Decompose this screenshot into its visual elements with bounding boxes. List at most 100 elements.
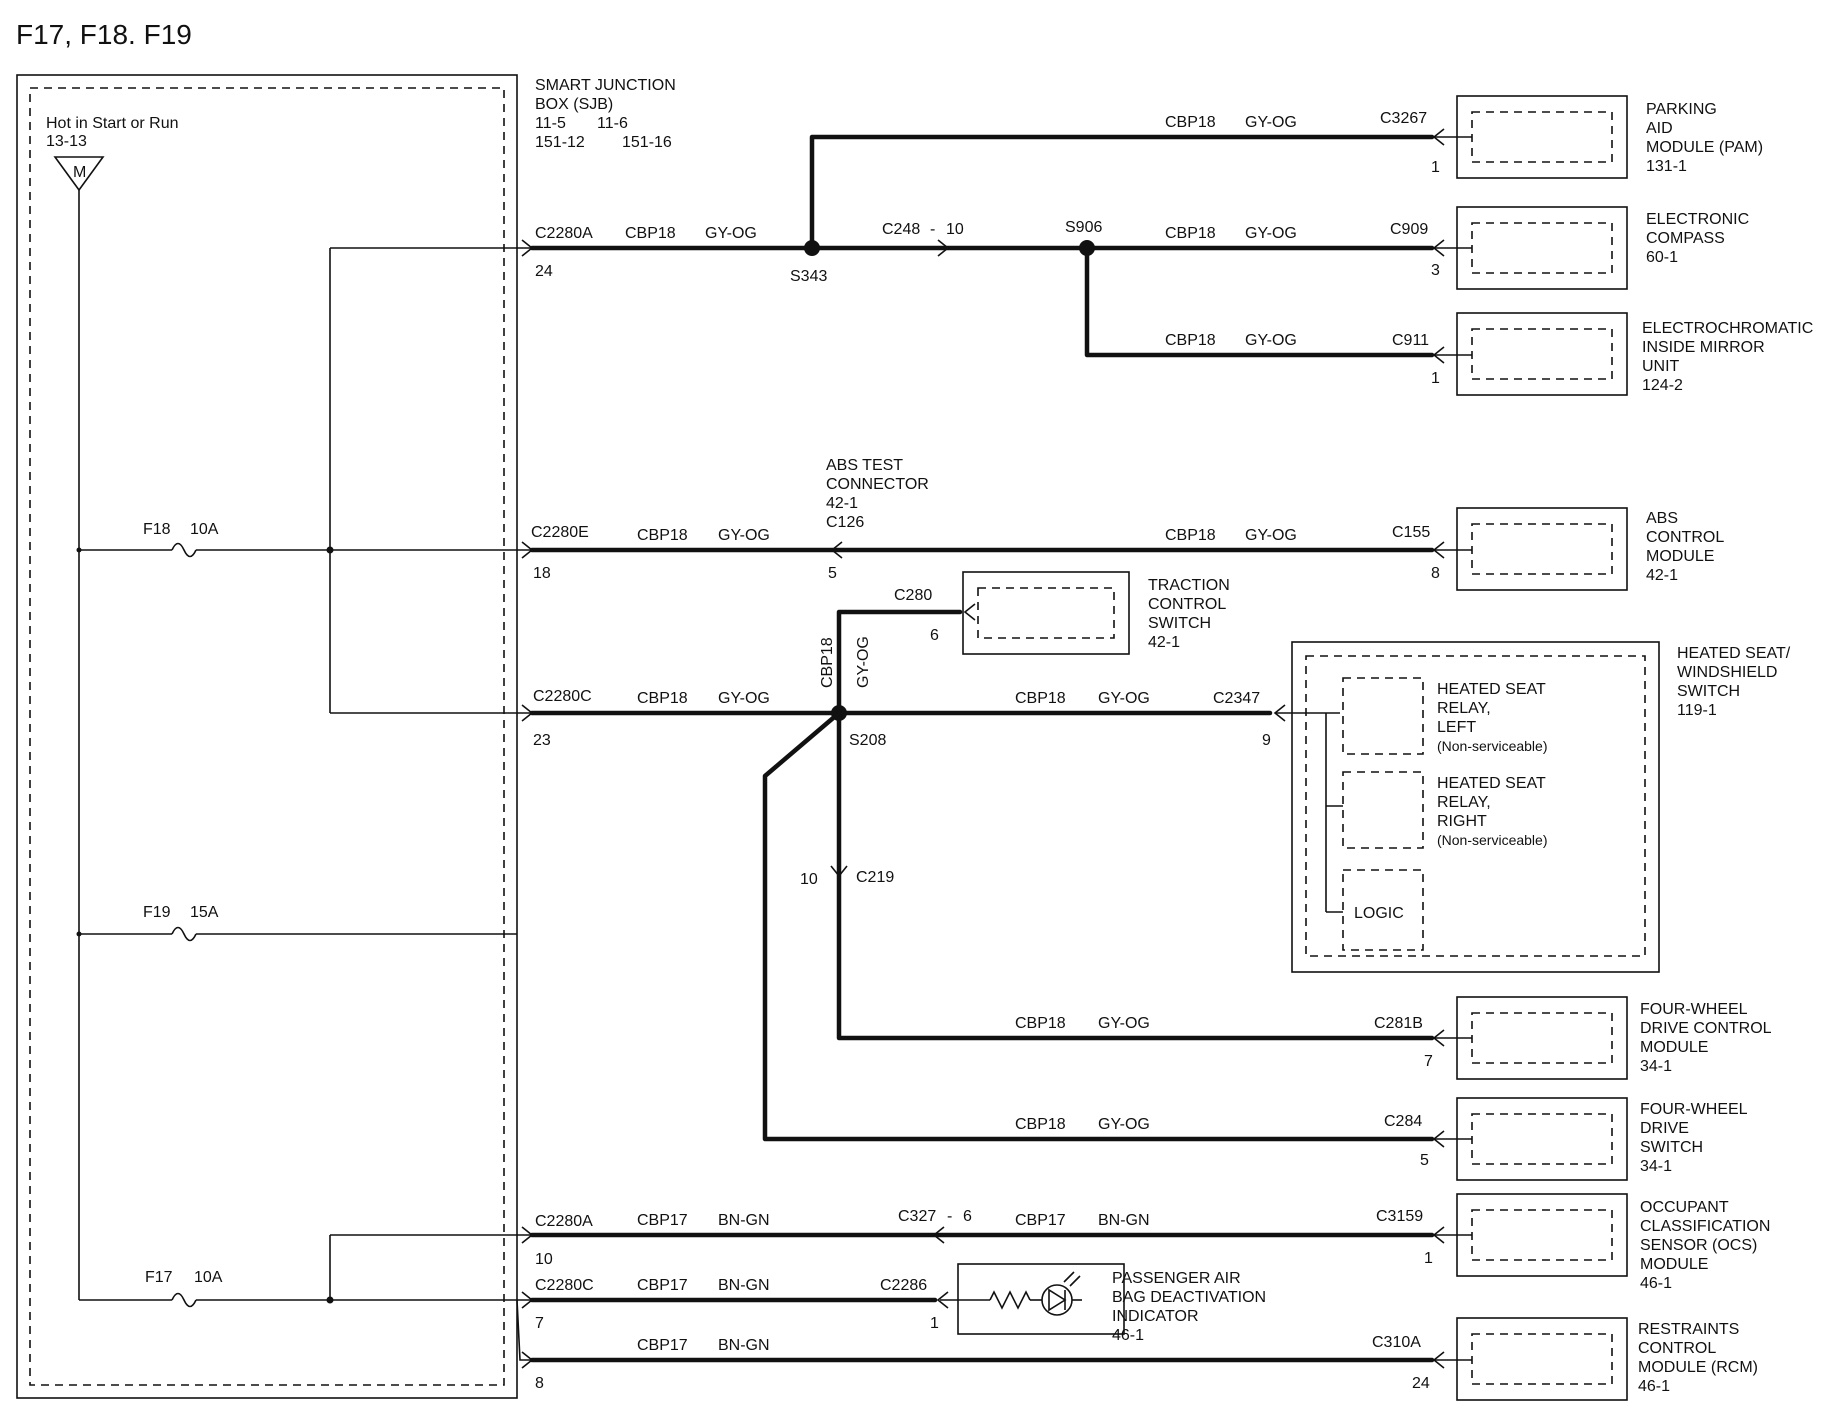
sjb-ref-d: 151-16 (622, 134, 672, 151)
4wds-connector: C284 (1384, 1113, 1422, 1130)
heated-seat-ref: 119-1 (1677, 702, 1717, 719)
relay-left-line4: (Non-serviceable) (1437, 738, 1547, 754)
c219-name: C219 (856, 869, 894, 886)
abs-test-line1: ABS TEST (826, 457, 903, 474)
4wdcm-name-3: MODULE (1640, 1039, 1708, 1056)
mirror-connector: C911 (1392, 332, 1429, 349)
traction-switch-inner (977, 587, 1115, 639)
sjb-out-2-pin: 18 (533, 565, 551, 582)
logic-box (1342, 869, 1424, 951)
abs-test-line2: CONNECTOR (826, 476, 929, 493)
relay-left-line3: LEFT (1437, 719, 1476, 736)
pad-line2: BAG DEACTIVATION (1112, 1289, 1266, 1306)
compass-color: GY-OG (1245, 225, 1297, 242)
sjb-out-6-pin: 8 (535, 1375, 544, 1392)
pam-pin: 1 (1431, 159, 1440, 176)
pad-color: BN-GN (718, 1277, 770, 1294)
mirror-ref: 124-2 (1642, 377, 1683, 394)
ocs-right-color: BN-GN (1098, 1212, 1150, 1229)
heated-seat-pin: 9 (1262, 732, 1271, 749)
heated-seat-switch-inner (1305, 655, 1646, 957)
abs-name-3: MODULE (1646, 548, 1714, 565)
pad-line3: INDICATOR (1112, 1308, 1199, 1325)
abs-test-connector: C126 (826, 514, 864, 531)
compass-ref: 60-1 (1646, 249, 1678, 266)
abs-left-color: GY-OG (718, 527, 770, 544)
c248-sep: - (930, 221, 935, 238)
pam-ref: 131-1 (1646, 158, 1687, 175)
mirror-pin: 1 (1431, 370, 1440, 387)
ocs-right-circuit: CBP17 (1015, 1212, 1066, 1229)
c327-sep: - (947, 1208, 952, 1225)
compass-circuit: CBP18 (1165, 225, 1216, 242)
abs-pin: 8 (1431, 565, 1440, 582)
module-compass: C909 3 ELECTRONIC COMPASS 60-1 (1390, 206, 1749, 290)
hot-label: Hot in Start or Run (46, 115, 179, 132)
relay-right-line4: (Non-serviceable) (1437, 832, 1547, 848)
ocs-ref: 46-1 (1640, 1275, 1672, 1292)
4wds-circuit: CBP18 (1015, 1116, 1066, 1133)
wire-mirror (1084, 245, 1435, 358)
heated-seat-title1: HEATED SEAT/ (1677, 645, 1791, 662)
4wdcm-pin: 7 (1424, 1053, 1433, 1070)
c327-pin: 6 (963, 1208, 972, 1225)
traction-line2: CONTROL (1148, 596, 1226, 613)
sjb-ref-c: 151-12 (535, 134, 585, 151)
pad-line1: PASSENGER AIR (1112, 1270, 1241, 1287)
sjb-inner-outline (29, 87, 505, 1386)
mirror-color: GY-OG (1245, 332, 1297, 349)
heated-seat-title3: SWITCH (1677, 683, 1740, 700)
bus-symbol: M (73, 164, 86, 181)
page-title: F17, F18. F19 (16, 19, 192, 50)
4wdcm-name-1: FOUR-WHEEL (1640, 1001, 1748, 1018)
c248-arrow-icon (937, 239, 950, 257)
pad-connector: C2286 (880, 1277, 927, 1294)
module-mirror: C911 1 ELECTROCHROMATIC INSIDE MIRROR UN… (1392, 312, 1813, 396)
4wdcm-name-2: DRIVE CONTROL (1640, 1020, 1772, 1037)
c219-arrow-icon (830, 865, 848, 878)
row3-left-color: GY-OG (718, 690, 770, 707)
4wdcm-color: GY-OG (1098, 1015, 1150, 1032)
mirror-circuit: CBP18 (1165, 332, 1216, 349)
traction-color: GY-OG (855, 636, 872, 688)
rcm-ref: 46-1 (1638, 1378, 1670, 1395)
module-4wd-control: C281B 7 FOUR-WHEEL DRIVE CONTROL MODULE … (1374, 996, 1772, 1080)
4wds-name-2: DRIVE (1640, 1120, 1689, 1137)
row1-circuit: CBP18 (625, 225, 676, 242)
relay-right-box (1342, 771, 1424, 849)
sjb-out-1-pin: 24 (535, 263, 553, 280)
logic-label: LOGIC (1354, 905, 1404, 922)
relay-left-box (1342, 677, 1424, 755)
4wds-name-3: SWITCH (1640, 1139, 1703, 1156)
4wds-name-1: FOUR-WHEEL (1640, 1101, 1748, 1118)
compass-pin: 3 (1431, 262, 1440, 279)
ocs-pin: 1 (1424, 1250, 1433, 1267)
c219-pin: 10 (800, 871, 818, 888)
relay-right-line2: RELAY, (1437, 794, 1491, 811)
4wds-color: GY-OG (1098, 1116, 1150, 1133)
row3-right-circuit: CBP18 (1015, 690, 1066, 707)
rcm-color: BN-GN (718, 1337, 770, 1354)
fuse-f19-name: F19 (143, 904, 171, 921)
fuse-f19-rating: 15A (190, 904, 219, 921)
pad-ref: 46-1 (1112, 1327, 1144, 1344)
relay-left-line1: HEATED SEAT (1437, 681, 1546, 698)
abs-test-ref: 42-1 (826, 495, 858, 512)
splice-s343-label: S343 (790, 268, 827, 285)
mirror-name-1: ELECTROCHROMATIC (1642, 320, 1813, 337)
4wds-ref: 34-1 (1640, 1158, 1672, 1175)
bus-triangle-icon (53, 156, 105, 192)
heated-seat-switch-box (1291, 641, 1660, 973)
led-icon (1041, 1284, 1073, 1316)
ocs-connector: C3159 (1376, 1208, 1423, 1225)
pam-color: GY-OG (1245, 114, 1297, 131)
4wdcm-circuit: CBP18 (1015, 1015, 1066, 1032)
relay-right-line3: RIGHT (1437, 813, 1487, 830)
relay-left-line2: RELAY, (1437, 700, 1491, 717)
traction-pin: 6 (930, 627, 939, 644)
abs-right-circuit: CBP18 (1165, 527, 1216, 544)
relay-right-line1: HEATED SEAT (1437, 775, 1546, 792)
rcm-connector: C310A (1372, 1334, 1421, 1351)
row1-color: GY-OG (705, 225, 757, 242)
